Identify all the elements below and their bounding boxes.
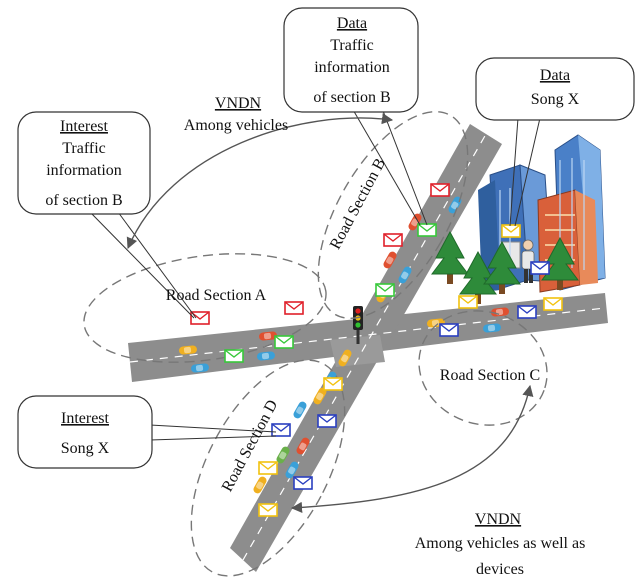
vndn-top-title: VNDN: [215, 95, 262, 112]
data-envelope-icon: [417, 223, 437, 237]
vndn-bottom-subtitle-2: devices: [476, 561, 524, 578]
song-data-envelope-icon: [501, 224, 521, 238]
interest-envelope-icon: [284, 301, 304, 315]
section-c-boundary: [418, 310, 548, 426]
song-data-envelope-icon: [258, 503, 278, 517]
callout-data-song: Data Song X: [475, 57, 635, 227]
song-interest-envelope-icon: [271, 423, 291, 437]
road-section-a-label: Road Section A: [166, 287, 267, 304]
callout-data-song-title: Data: [540, 67, 570, 84]
callout-interest-line: information: [46, 162, 122, 179]
data-envelope-icon: [375, 283, 395, 297]
vndn-bottom-title: VNDN: [475, 511, 522, 528]
callout-data-line: of section B: [313, 89, 390, 106]
road-section-c-label: Road Section C: [440, 367, 540, 384]
data-envelope-icon: [274, 335, 294, 349]
callout-data-line: Traffic: [330, 37, 374, 54]
song-data-envelope-icon: [323, 377, 343, 391]
callout-interest-title: Interest: [60, 118, 109, 135]
section-a-boundary: [83, 253, 327, 363]
callout-data-title: Data: [337, 15, 367, 32]
callout-data-line: information: [314, 59, 390, 76]
vndn-top-arrow: [126, 113, 394, 250]
road-lane-line-d: [242, 133, 487, 561]
callout-interest-line: Traffic: [62, 140, 106, 157]
callout-interest-song-line: Song X: [61, 440, 110, 457]
callout-interest-song-title: Interest: [61, 410, 110, 427]
song-interest-envelope-icon: [517, 305, 537, 319]
vndn-bottom-subtitle: Among vehicles as well as: [415, 535, 586, 552]
interest-envelope-icon: [383, 233, 403, 247]
data-envelope-icon: [224, 349, 244, 363]
callout-interest-song: Interest Song X: [17, 395, 277, 469]
song-data-envelope-icon: [543, 297, 563, 311]
song-interest-envelope-icon: [317, 414, 337, 428]
song-interest-envelope-icon: [530, 261, 550, 275]
callout-interest-line: of section B: [45, 192, 122, 209]
callout-data-song-line: Song X: [531, 91, 580, 108]
song-data-envelope-icon: [258, 461, 278, 475]
song-interest-envelope-icon: [293, 476, 313, 490]
callout-data-traffic: Data Traffic information of section B: [283, 7, 428, 226]
interest-envelope-icon: [430, 183, 450, 197]
song-data-envelope-icon: [458, 295, 478, 309]
callout-interest-traffic: Interest Traffic information of section …: [17, 111, 197, 319]
song-interest-envelope-icon: [439, 323, 459, 337]
road-lane-line-h: [129, 307, 606, 363]
vndn-bottom-arrow: [290, 384, 534, 513]
vndn-top-subtitle: Among vehicles: [184, 117, 288, 134]
